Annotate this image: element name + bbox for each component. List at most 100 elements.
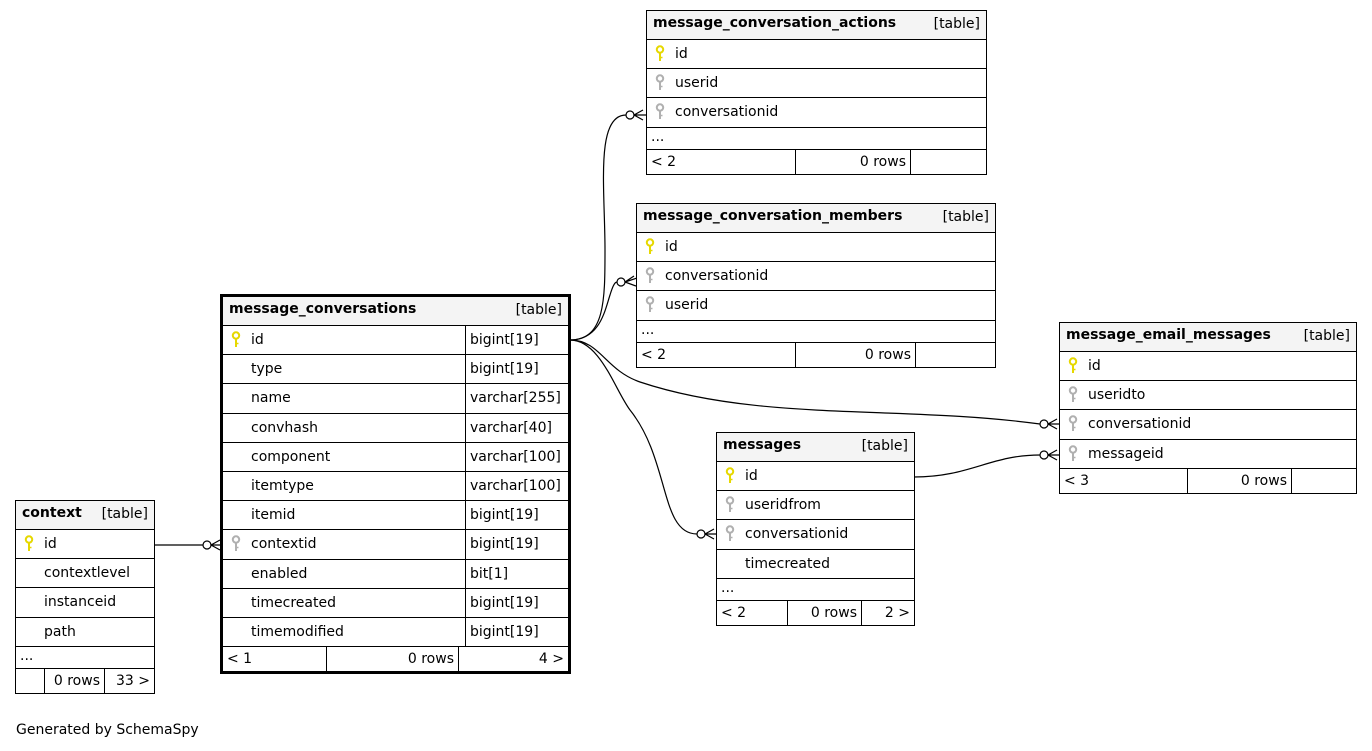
column-row[interactable]: messageid bbox=[1060, 440, 1356, 469]
table-name: message_conversation_members bbox=[643, 208, 903, 224]
row-count: 0 rows bbox=[795, 342, 915, 367]
column-row[interactable]: type bigint[19] bbox=[223, 355, 568, 385]
column-row[interactable]: id bbox=[637, 233, 995, 263]
foreign-key-icon bbox=[725, 525, 735, 542]
foreign-key-icon bbox=[645, 267, 655, 284]
column-row[interactable]: path bbox=[16, 618, 154, 647]
optional-marker bbox=[202, 540, 212, 550]
column-row[interactable]: conversationid bbox=[647, 98, 986, 128]
relation-conversations-to-messages bbox=[569, 339, 698, 535]
table-message-email-messages[interactable]: message_email_messages [table] id useridt… bbox=[1059, 322, 1357, 494]
table-messages[interactable]: messages [table] id useridfrom conversatio… bbox=[716, 432, 915, 626]
column-row[interactable]: useridfrom bbox=[717, 491, 914, 521]
column-name: timemodified bbox=[251, 623, 344, 640]
key-slot bbox=[223, 535, 249, 553]
crowfoot-marker bbox=[1047, 449, 1060, 461]
column-row[interactable]: id bbox=[647, 40, 986, 70]
column-name: convhash bbox=[251, 419, 319, 436]
foreign-key-icon bbox=[725, 496, 735, 513]
column-row[interactable]: instanceid bbox=[16, 588, 154, 618]
generated-by-label: Generated by SchemaSpy bbox=[16, 722, 199, 738]
child-count: 2 > bbox=[861, 600, 914, 625]
key-slot bbox=[223, 331, 249, 349]
table-header: message_email_messages [table] bbox=[1060, 323, 1356, 352]
column-row[interactable]: contextlevel bbox=[16, 559, 154, 589]
column-name: id bbox=[251, 332, 264, 349]
key-slot bbox=[1060, 386, 1086, 404]
relation-messages-to-email bbox=[913, 454, 1041, 478]
column-name: useridto bbox=[1088, 387, 1146, 404]
column-name: id bbox=[44, 536, 57, 553]
table-header: messages [table] bbox=[717, 433, 914, 462]
optional-marker bbox=[1039, 419, 1049, 429]
optional-marker bbox=[1039, 450, 1049, 460]
column-row[interactable]: id bbox=[1060, 352, 1356, 382]
key-slot bbox=[637, 267, 663, 285]
column-name: id bbox=[1088, 358, 1101, 375]
table-footer: < 1 0 rows 4 > bbox=[223, 647, 568, 672]
child-count: 4 > bbox=[458, 647, 568, 672]
column-name: timecreated bbox=[251, 594, 336, 611]
child-count bbox=[1291, 468, 1356, 493]
more-columns-ellipsis: ... bbox=[717, 579, 914, 601]
column-row[interactable]: conversationid bbox=[637, 262, 995, 292]
column-row[interactable]: userid bbox=[637, 291, 995, 321]
column-type: varchar[100] bbox=[465, 471, 568, 501]
column-row[interactable]: userid bbox=[647, 69, 986, 99]
table-header: message_conversation_actions [table] bbox=[647, 11, 986, 40]
column-name: instanceid bbox=[44, 594, 117, 611]
optional-marker bbox=[616, 277, 626, 287]
key-slot bbox=[717, 467, 743, 485]
column-row[interactable]: id bbox=[16, 530, 154, 560]
parent-count: < 2 bbox=[641, 346, 667, 363]
foreign-key-icon bbox=[1068, 386, 1078, 403]
key-slot bbox=[1060, 357, 1086, 375]
column-name: id bbox=[665, 239, 678, 256]
column-row[interactable]: conversationid bbox=[717, 520, 914, 550]
column-row[interactable]: conversationid bbox=[1060, 410, 1356, 440]
column-row[interactable]: timecreated bbox=[717, 550, 914, 579]
column-row[interactable]: useridto bbox=[1060, 381, 1356, 411]
column-name: enabled bbox=[251, 565, 308, 582]
parent-count: < 1 bbox=[227, 651, 253, 668]
column-type: bigint[19] bbox=[465, 530, 568, 559]
table-name: context bbox=[22, 505, 82, 521]
column-name: contextlevel bbox=[44, 565, 131, 582]
key-slot bbox=[637, 238, 663, 256]
table-footer: 0 rows 33 > bbox=[16, 668, 154, 693]
key-slot bbox=[16, 535, 42, 553]
row-count: 0 rows bbox=[326, 647, 458, 672]
primary-key-icon bbox=[725, 467, 735, 484]
table-footer: < 2 0 rows 2 > bbox=[717, 600, 914, 625]
column-type: bigint[19] bbox=[465, 355, 568, 384]
column-type: varchar[255] bbox=[465, 384, 568, 413]
column-row[interactable]: id bbox=[717, 462, 914, 492]
primary-key-icon bbox=[231, 331, 241, 348]
row-count: 0 rows bbox=[44, 668, 104, 693]
foreign-key-icon bbox=[655, 103, 665, 120]
more-columns-ellipsis: ... bbox=[16, 647, 154, 669]
column-name: conversationid bbox=[665, 268, 769, 285]
child-count: 33 > bbox=[104, 668, 154, 693]
column-name: type bbox=[251, 361, 283, 378]
column-name: useridfrom bbox=[745, 497, 821, 514]
column-name: userid bbox=[665, 297, 709, 314]
key-slot bbox=[647, 103, 673, 121]
parent-count: < 2 bbox=[651, 153, 677, 170]
column-type: bigint[19] bbox=[465, 501, 568, 530]
foreign-key-icon bbox=[1068, 415, 1078, 432]
